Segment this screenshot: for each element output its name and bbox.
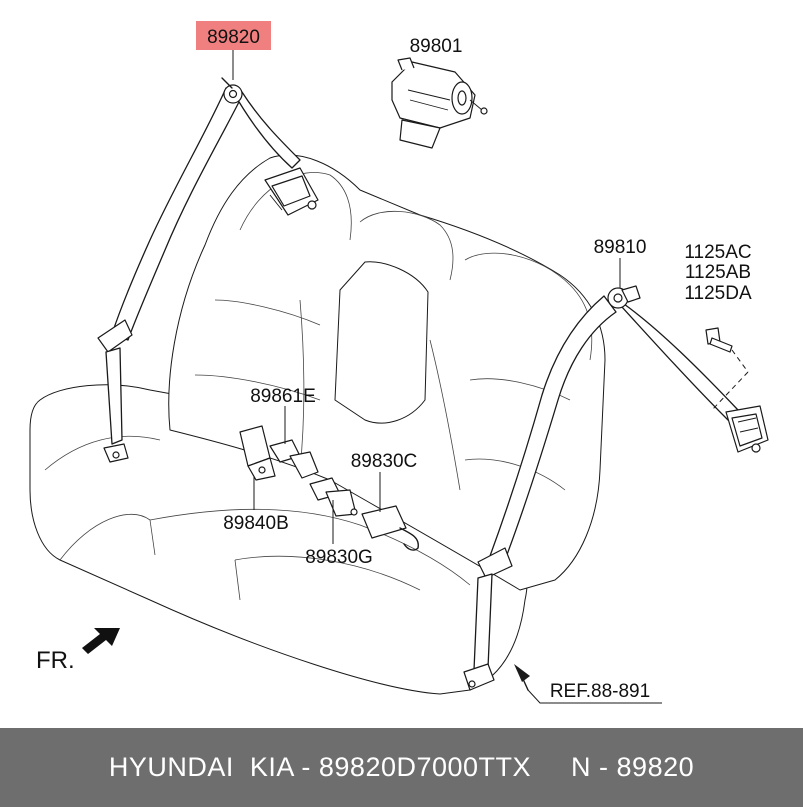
callout-1125da: 1125DA bbox=[684, 283, 752, 304]
front-arrow-icon bbox=[82, 628, 120, 654]
callout-1125ab: 1125AB bbox=[685, 262, 751, 283]
seat-belt-exploded-view: 89820 89801 89810 1125AC 1125AB 1125DA 8… bbox=[29, 21, 769, 704]
front-direction-marker: FR. bbox=[36, 628, 120, 674]
center-buckles bbox=[239, 425, 419, 551]
callout-89861e: 89861E bbox=[250, 386, 316, 407]
retractor-89801 bbox=[391, 57, 488, 149]
callout-89801: 89801 bbox=[410, 36, 463, 57]
callout-89830g: 89830G bbox=[305, 547, 373, 568]
left-seat-belt bbox=[97, 77, 319, 463]
callout-89810: 89810 bbox=[594, 237, 647, 258]
callout-89830c: 89830C bbox=[351, 451, 418, 472]
callout-89820: 89820 bbox=[207, 27, 260, 48]
right-seat-belt bbox=[463, 285, 769, 691]
part-number-caption: HYUNDAI KIA - 89820D7000TTX N - 89820 bbox=[108, 752, 695, 782]
callout-1125ac: 1125AC bbox=[684, 242, 751, 263]
parts-diagram: 89820 89801 89810 1125AC 1125AB 1125DA 8… bbox=[29, 21, 769, 704]
footer-bar: HYUNDAI KIA - 89820D7000TTX N - 89820 bbox=[0, 728, 803, 807]
leader-lines bbox=[232, 50, 662, 704]
highlight-box bbox=[196, 21, 271, 50]
reference-label: REF.88-891 bbox=[550, 681, 650, 702]
callout-89840b: 89840B bbox=[223, 513, 289, 534]
front-label: FR. bbox=[36, 647, 75, 674]
